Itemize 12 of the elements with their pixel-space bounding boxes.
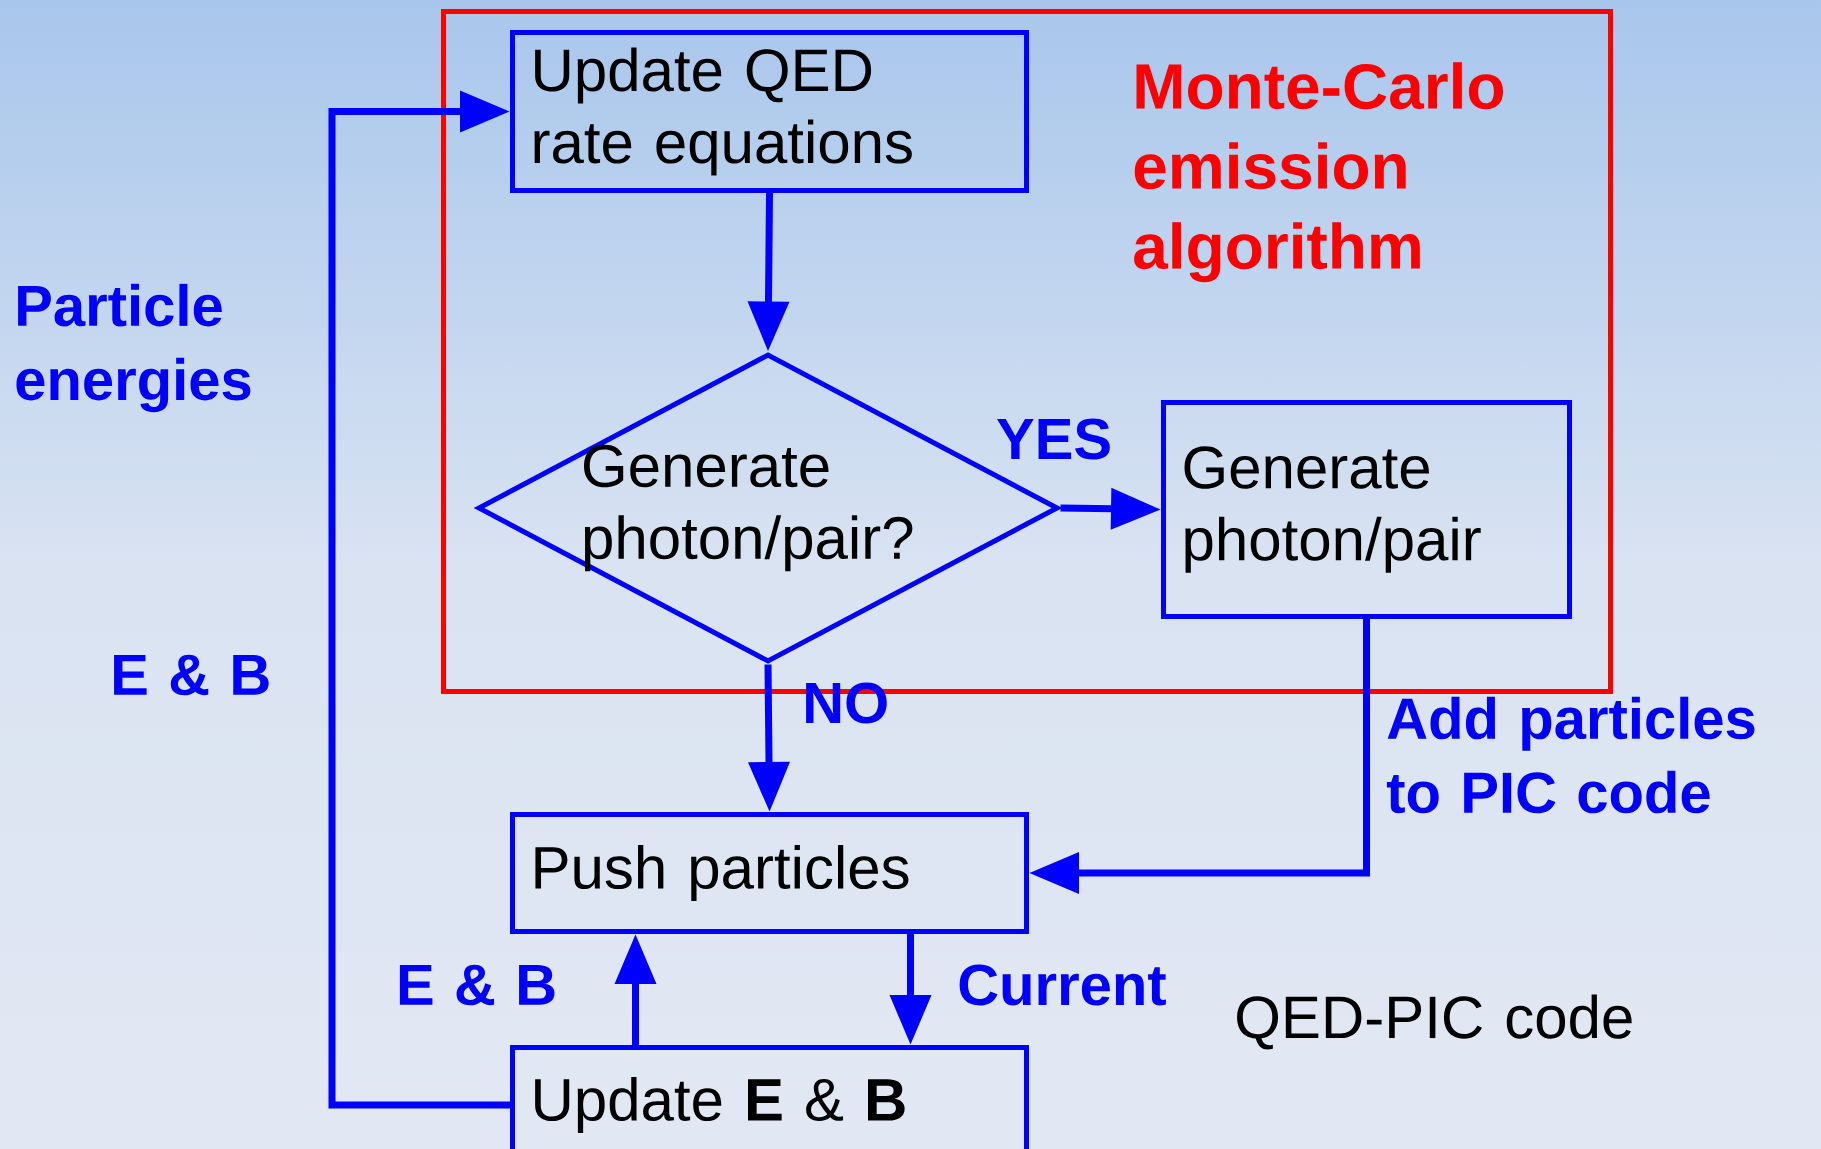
edge-label: Current (959, 964, 1166, 1006)
side-label: Particle energies (16, 283, 251, 413)
arrow (328, 90, 510, 1109)
edge-label: Add particles to PIC code (1386, 696, 1755, 814)
process-box: Update QED rate equations (510, 30, 1029, 193)
edge-label: E & B (399, 964, 555, 1006)
process-box: Push particles (510, 812, 1029, 934)
side-label: E & B (114, 654, 269, 696)
process-box: Update E & B (510, 1045, 1029, 1149)
process-box: Generate photon/pair (1161, 400, 1572, 619)
caption-text: QED-PIC code (1237, 994, 1632, 1050)
edge-label: YES (997, 418, 1110, 460)
